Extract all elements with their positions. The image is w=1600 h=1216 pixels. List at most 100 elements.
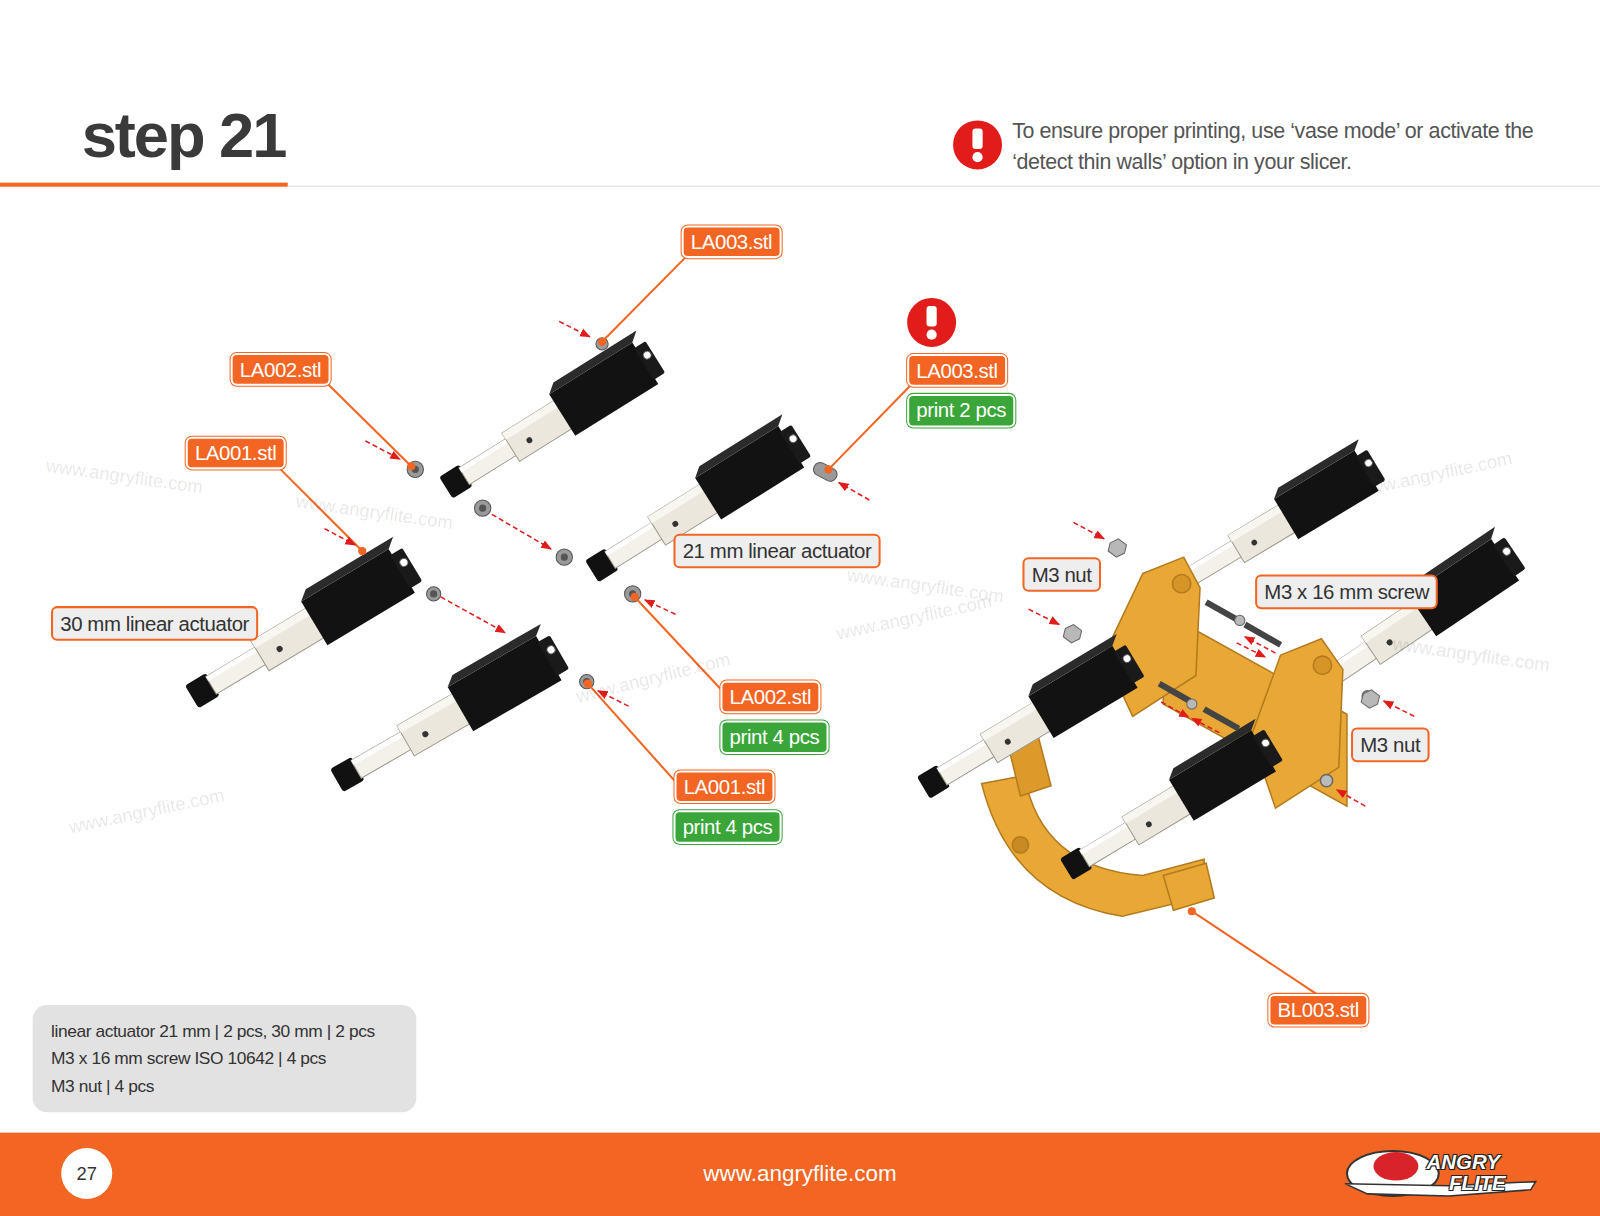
direction-arrow — [839, 483, 870, 500]
direction-arrow — [1192, 718, 1220, 732]
frame-bl003 — [1251, 639, 1343, 808]
footer-band — [0, 1133, 1600, 1216]
frame-bl003 — [1163, 863, 1214, 910]
component-label: M3 nut — [1022, 557, 1100, 592]
component-label: M3 x 16 mm screw — [1255, 574, 1438, 609]
printed-part — [427, 587, 441, 601]
hardware — [1187, 699, 1197, 709]
footer-band — [61, 1148, 112, 1199]
printed-part — [556, 549, 572, 565]
label-text: BL003.stl — [1278, 996, 1359, 1025]
note-text: To ensure proper printing, use ‘vase mod… — [1012, 114, 1583, 177]
linear-actuator — [907, 633, 1148, 809]
logo — [1373, 1152, 1418, 1181]
hardware — [1206, 602, 1237, 619]
frame-bl003 — [1012, 837, 1028, 853]
direction-arrow — [645, 600, 676, 614]
parts-list-box: linear actuator 21 mm | 2 pcs, 30 mm | 2… — [33, 1005, 417, 1112]
leader-line — [829, 386, 911, 470]
label-text: 30 mm linear actuator — [60, 608, 249, 639]
page-number: 27 — [61, 1159, 112, 1188]
parts-list-line: M3 nut | 4 pcs — [51, 1072, 398, 1100]
watermark: www.angryflite.com — [294, 490, 520, 544]
direction-arrow — [1237, 643, 1266, 657]
warning-icon — [972, 129, 982, 149]
warning-icon — [927, 306, 937, 326]
header-rule — [288, 186, 1600, 187]
printed-part — [480, 505, 486, 511]
leader-line — [1189, 908, 1195, 914]
label-text: print 4 pcs — [730, 722, 820, 752]
part-label: BL003.stl — [1268, 994, 1368, 1027]
part-label: LA002.stl — [231, 353, 331, 386]
hardware — [1361, 690, 1379, 708]
linear-actuator — [907, 633, 1286, 890]
header-rule — [0, 183, 1600, 187]
part-label: LA003.stl — [682, 226, 782, 259]
direction-arrow — [1384, 701, 1415, 716]
component-label: 30 mm linear actuator — [51, 606, 258, 641]
component-label: M3 nut — [1351, 728, 1429, 763]
part-label: LA003.stl — [907, 354, 1007, 387]
leader-line — [1192, 911, 1316, 994]
label-text: LA003.stl — [691, 228, 772, 257]
label-text: M3 nut — [1360, 730, 1420, 761]
leader-line — [408, 463, 414, 469]
frame-bl003 — [1172, 574, 1190, 592]
printed-part — [407, 338, 839, 689]
component-label: 21 mm linear actuator — [673, 534, 880, 569]
quantity-label: print 4 pcs — [720, 720, 828, 754]
direction-arrow — [492, 514, 551, 549]
leader-line — [632, 594, 638, 600]
hardware — [1204, 709, 1239, 728]
leader-line — [329, 385, 412, 467]
linear-actuator — [1050, 718, 1286, 890]
label-text: LA003.stl — [916, 356, 997, 385]
direction-arrow — [324, 321, 1414, 806]
warning-icon — [953, 120, 1002, 169]
direction-arrow — [1029, 609, 1060, 624]
label-text: LA001.stl — [195, 439, 276, 468]
direction-arrow — [365, 441, 400, 459]
warning-icon — [972, 152, 982, 162]
direction-arrow — [324, 529, 355, 545]
hardware — [1108, 539, 1126, 557]
label-text: LA002.stl — [730, 683, 811, 712]
warning-icon — [953, 120, 1002, 169]
direction-arrow — [1245, 637, 1276, 653]
printed-part — [561, 554, 567, 560]
parts-list-line: M3 x 16 mm screw ISO 10642 | 4 pcs — [51, 1045, 398, 1073]
label-text: 21 mm linear actuator — [683, 536, 872, 567]
label-text: LA002.stl — [240, 355, 321, 384]
part-label: LA001.stl — [186, 437, 286, 470]
watermark: www.angryflite.com — [1355, 433, 1579, 503]
leader-line — [599, 339, 605, 345]
hardware — [1063, 539, 1379, 729]
printed-part — [596, 338, 608, 350]
parts-list-line: linear actuator 21 mm | 2 pcs, 30 mm | 2… — [51, 1017, 398, 1045]
label-text: M3 nut — [1032, 559, 1092, 590]
step-title: step 21 — [82, 98, 286, 174]
hardware — [1063, 624, 1081, 642]
leader-line — [280, 257, 1317, 994]
label-text: print 4 pcs — [683, 812, 773, 842]
frame-bl003 — [1313, 656, 1331, 674]
quantity-label: print 4 pcs — [673, 810, 781, 844]
label-text: LA001.stl — [684, 772, 765, 801]
part-label: LA001.stl — [674, 770, 774, 803]
warning-icon — [907, 298, 956, 347]
direction-arrow — [1337, 790, 1366, 806]
linear-actuator — [320, 623, 572, 803]
warning-icon — [927, 330, 937, 340]
printed-part — [431, 591, 437, 597]
footer-url: www.angryflite.com — [0, 1159, 1600, 1188]
direction-arrow — [1073, 522, 1104, 538]
hardware — [1235, 615, 1245, 625]
logo-text: FLITE — [1449, 1169, 1551, 1196]
quantity-label: print 2 pcs — [907, 394, 1015, 428]
footer-band — [0, 1133, 1600, 1216]
header-rule — [0, 183, 288, 187]
hardware — [1159, 684, 1190, 701]
direction-arrow — [441, 597, 505, 633]
